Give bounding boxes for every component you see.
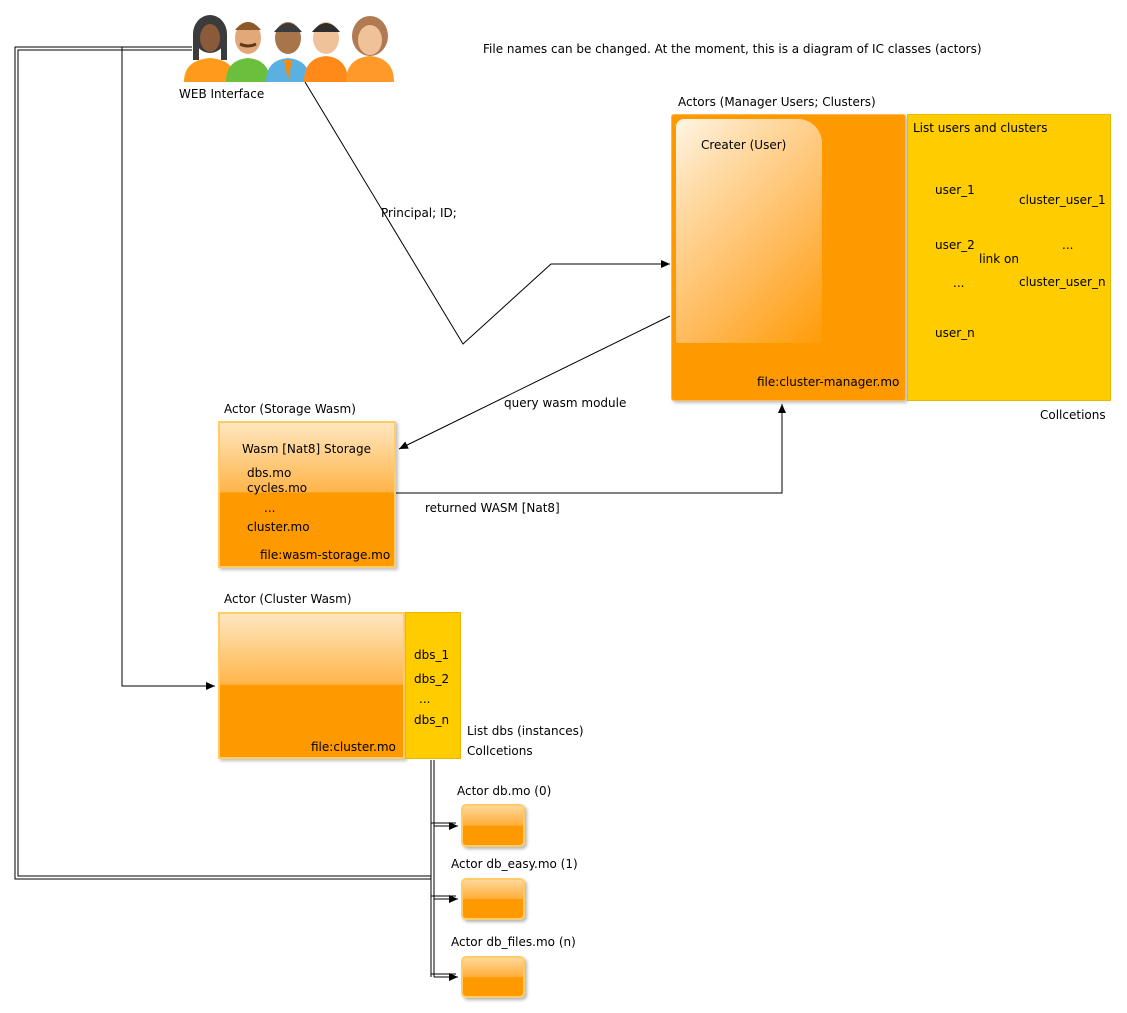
user-item: user_1 xyxy=(935,183,975,197)
users-clusters-list-box xyxy=(907,114,1111,401)
db-actor-box xyxy=(461,878,525,920)
storage-file-item: cluster.mo xyxy=(247,520,310,534)
manager-gloss xyxy=(676,119,822,343)
users-group-icon xyxy=(184,15,394,82)
principal-edge-label: Principal; ID; xyxy=(381,206,457,220)
storage-file-item: cycles.mo xyxy=(247,481,308,495)
query-connector xyxy=(398,315,671,450)
storage-title: Actor (Storage Wasm) xyxy=(224,402,356,416)
manager-file: file:cluster-manager.mo xyxy=(757,375,900,389)
db-actor-label: Actor db.mo (0) xyxy=(457,784,552,798)
principal-connector xyxy=(304,81,670,345)
users-clusters-list-title: List users and clusters xyxy=(913,121,1048,135)
dbs-list-label: List dbs (instances) xyxy=(467,724,584,738)
manager-creator: Creater (User) xyxy=(701,138,787,152)
cluster-title: Actor (Cluster Wasm) xyxy=(224,592,352,606)
cluster-collections-label: Collcetions xyxy=(467,744,533,758)
db-actor-box xyxy=(461,804,525,847)
user-item: ... xyxy=(953,276,965,290)
web-interface-label: WEB Interface xyxy=(179,87,265,101)
dbs-item: ... xyxy=(419,692,431,706)
user-item: user_n xyxy=(935,326,975,340)
dbs-item: dbs_n xyxy=(414,713,450,727)
header-note: File names can be changed. At the moment… xyxy=(483,42,982,56)
storage-file-item: dbs.mo xyxy=(247,466,292,480)
dbs-item: dbs_2 xyxy=(414,672,450,686)
storage-inner-title: Wasm [Nat8] Storage xyxy=(242,442,372,456)
cluster-item: ... xyxy=(1062,238,1074,252)
returned-edge-label: returned WASM [Nat8] xyxy=(425,501,560,515)
manager-actor-box xyxy=(671,114,906,401)
dbs-list-box xyxy=(405,612,461,759)
storage-actor-box xyxy=(218,421,396,568)
user-item: user_2 xyxy=(935,238,975,252)
db-actor-label: Actor db_files.mo (n) xyxy=(451,935,576,949)
returned-connector xyxy=(396,404,786,494)
web-db-connector xyxy=(14,46,431,880)
cluster-item: cluster_user_n xyxy=(1019,275,1106,289)
manager-title: Actors (Manager Users; Clusters) xyxy=(678,95,876,109)
db-actor-box xyxy=(461,956,525,998)
cluster-file: file:cluster.mo xyxy=(311,740,396,754)
web-cluster-connector xyxy=(121,46,215,690)
link-edge-label: link on xyxy=(979,252,1019,266)
dbs-item: dbs_1 xyxy=(414,648,450,662)
storage-file: file:wasm-storage.mo xyxy=(260,548,391,562)
manager-collections-label: Collcetions xyxy=(1040,408,1106,422)
storage-file-item: ... xyxy=(264,501,276,515)
query-edge-label: query wasm module xyxy=(504,396,627,410)
db-actor-label: Actor db_easy.mo (1) xyxy=(451,857,578,871)
cluster-item: cluster_user_1 xyxy=(1019,193,1106,207)
cluster-actor-box xyxy=(218,612,405,759)
